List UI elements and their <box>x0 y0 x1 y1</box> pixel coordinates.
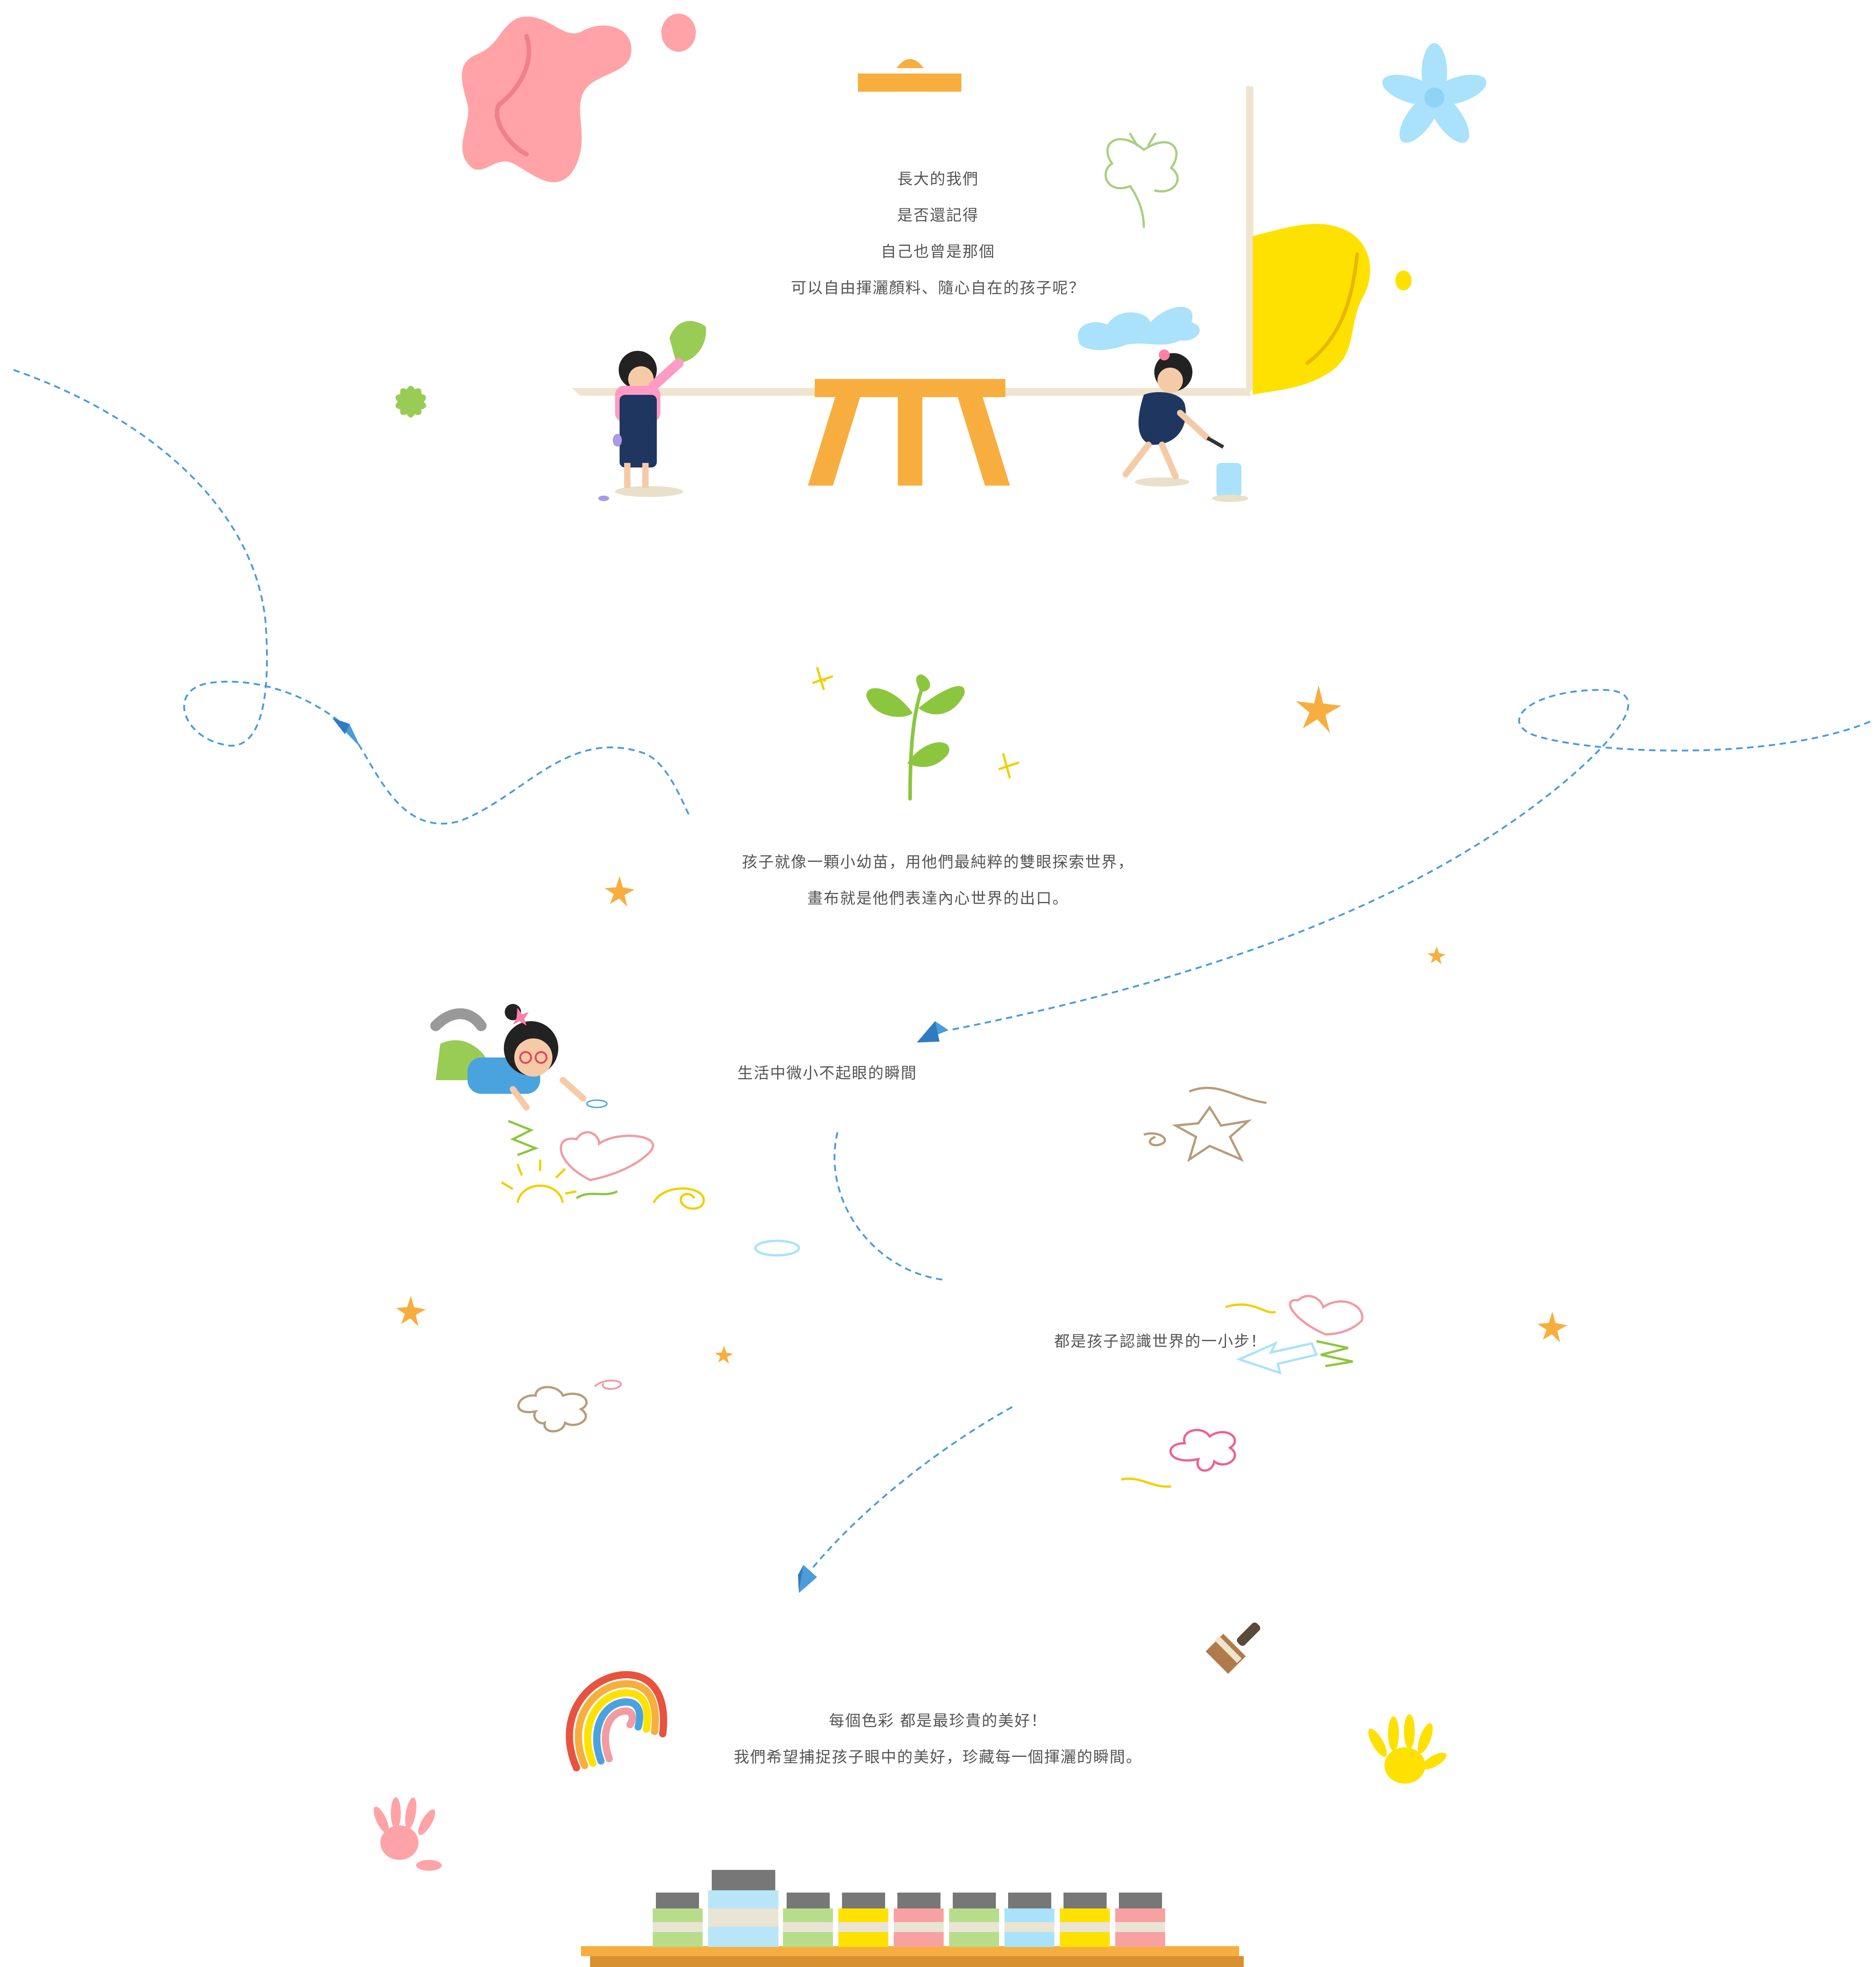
paint-jar-icon <box>1115 1893 1165 1947</box>
steps-line: 都是孩子認識世界的一小步！ <box>1054 1333 1267 1351</box>
star-icon <box>396 685 1567 1364</box>
flight-path <box>13 369 346 747</box>
doodle-face <box>754 1239 800 1257</box>
paint-jar-icon <box>653 1893 703 1947</box>
paintbrush-icon <box>1206 1623 1261 1674</box>
handprint-icon <box>1368 1714 1447 1784</box>
handprint-icon <box>374 1797 442 1871</box>
flight-path <box>803 1406 1013 1580</box>
paint-jar-icon <box>949 1893 999 1947</box>
paint-jar-icon <box>1060 1893 1110 1947</box>
doodle-line <box>1121 1477 1172 1488</box>
colors-text: 每個色彩 都是最珍貴的美好！ 我們希望捕捉孩子眼中的美好，珍藏每一個揮灑的瞬間。 <box>0 1703 1876 1775</box>
child-painting-illustration <box>598 321 706 501</box>
child-brush-illustration <box>1123 349 1248 502</box>
paint-jar-icon <box>1004 1893 1054 1947</box>
sparkle-icon <box>812 667 1019 779</box>
paint-jar-icon <box>708 1870 778 1947</box>
seedling-text: 孩子就像一顆小幼苗，用他們最純粹的雙眼探索世界， 畫布就是他們表達內心世界的出口… <box>0 844 1876 917</box>
paint-jar-shelf <box>581 1870 1244 1967</box>
intro-text: 長大的我們 是否還記得 自己也曾是那個 可以自由揮灑顏料、隨心自在的孩子呢？ <box>0 161 1876 306</box>
flower-icon <box>1382 43 1487 143</box>
intro-line: 長大的我們 <box>897 170 979 188</box>
doodle-line <box>576 1190 618 1200</box>
child-drawing-illustration <box>430 1004 608 1111</box>
paper-plane-icon <box>799 1565 817 1593</box>
paper-plane-icon <box>332 718 350 734</box>
doodle-spiral <box>594 1379 622 1390</box>
flight-path <box>358 743 691 825</box>
butterfly-icon <box>1104 133 1179 228</box>
doodle-spiral <box>652 1187 705 1210</box>
flight-path <box>833 1132 945 1281</box>
seedling-line: 畫布就是他們表達內心世界的出口。 <box>807 890 1069 908</box>
moments-text: 生活中微小不起眼的瞬間 <box>0 1055 1765 1092</box>
cloud-icon <box>1078 307 1200 350</box>
flower-doodle-icon <box>517 1386 588 1433</box>
paint-splash-icon <box>395 386 426 418</box>
paint-jar-icon <box>783 1893 833 1947</box>
flight-path <box>948 688 1871 1031</box>
paint-splash-icon <box>1253 224 1412 395</box>
paper-plane-icon <box>798 1565 803 1593</box>
intro-line: 自己也曾是那個 <box>881 243 995 261</box>
colors-line: 我們希望捕捉孩子眼中的美好，珍藏每一個揮灑的瞬間。 <box>734 1748 1142 1766</box>
seedling-line: 孩子就像一顆小幼苗，用他們最純粹的雙眼探索世界， <box>742 853 1134 871</box>
sprout-icon <box>866 674 965 801</box>
sun-icon <box>501 1160 577 1203</box>
easel-icon <box>572 59 1253 486</box>
star-doodle-icon <box>1143 1087 1267 1162</box>
rainbow-icon <box>566 1671 667 1771</box>
paper-plane-icon <box>917 1021 940 1043</box>
intro-line: 是否還記得 <box>897 207 979 225</box>
flower-doodle-icon <box>1169 1429 1236 1472</box>
arrow-doodle-icon <box>1236 1341 1318 1375</box>
heart-icon <box>560 1131 1364 1336</box>
doodle-zigzag <box>508 1120 539 1156</box>
moments-line: 生活中微小不起眼的瞬間 <box>737 1064 917 1082</box>
paint-jar-icon <box>838 1893 888 1947</box>
doodle-zigzag <box>1316 1340 1353 1367</box>
colors-line: 每個色彩 都是最珍貴的美好！ <box>829 1712 1047 1730</box>
doodle-line <box>1225 1303 1276 1314</box>
steps-text: 都是孩子認識世界的一小步！ <box>222 1323 1876 1360</box>
intro-line: 可以自由揮灑顏料、隨心自在的孩子呢？ <box>791 279 1085 297</box>
paint-splash-icon <box>462 14 696 182</box>
paint-jar-icon <box>894 1893 944 1947</box>
